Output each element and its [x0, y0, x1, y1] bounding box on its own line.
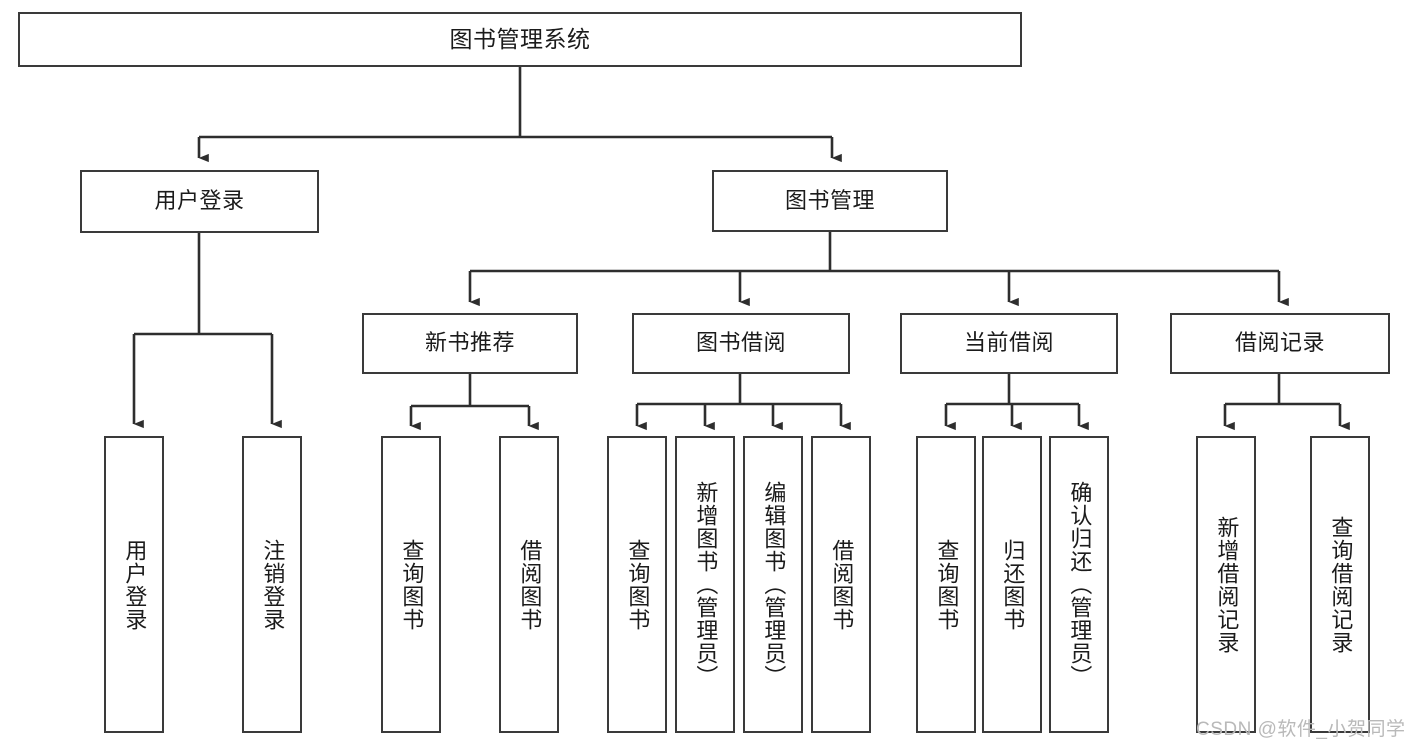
leaf-new-book-borrow-books[interactable]: 借阅图书 [499, 436, 559, 733]
node-label: 注销登录 [260, 538, 286, 631]
node-label: 归还图书 [1000, 538, 1026, 631]
node-current-borrow[interactable]: 当前借阅 [900, 313, 1118, 374]
node-label: 确认归还（管理员） [1067, 481, 1093, 688]
node-label: 编辑图书（管理员） [761, 481, 787, 688]
node-borrow-record[interactable]: 借阅记录 [1170, 313, 1390, 374]
node-label: 当前借阅 [963, 330, 1054, 356]
node-new-book-recommend[interactable]: 新书推荐 [362, 313, 578, 374]
node-label: 图书管理 [784, 187, 875, 213]
node-label: 新增图书（管理员） [693, 481, 719, 688]
node-label: 新书推荐 [424, 330, 515, 356]
leaf-borrow-borrow-books[interactable]: 借阅图书 [811, 436, 871, 733]
node-label: 查询图书 [934, 538, 960, 631]
leaf-record-query-borrow-record[interactable]: 查询借阅记录 [1310, 436, 1370, 733]
node-label: 查询图书 [399, 538, 425, 631]
node-label: 新增借阅记录 [1214, 515, 1240, 654]
leaf-logout[interactable]: 注销登录 [242, 436, 302, 733]
leaf-current-confirm-return-admin[interactable]: 确认归还（管理员） [1049, 436, 1109, 733]
node-label: 借阅记录 [1234, 330, 1325, 356]
node-label: 图书借阅 [695, 330, 786, 356]
leaf-user-login[interactable]: 用户登录 [104, 436, 164, 733]
node-label: 用户登录 [122, 538, 148, 631]
leaf-current-query-books[interactable]: 查询图书 [916, 436, 976, 733]
node-book-management[interactable]: 图书管理 [712, 170, 948, 232]
node-root-book-management-system[interactable]: 图书管理系统 [18, 12, 1022, 67]
node-label: 用户登录 [154, 188, 245, 214]
node-label: 借阅图书 [517, 538, 543, 631]
leaf-borrow-query-books[interactable]: 查询图书 [607, 436, 667, 733]
node-label: 查询借阅记录 [1328, 515, 1354, 654]
leaf-borrow-edit-book-admin[interactable]: 编辑图书（管理员） [743, 436, 803, 733]
node-label: 查询图书 [625, 538, 651, 631]
node-label: 借阅图书 [829, 538, 855, 631]
node-user-login[interactable]: 用户登录 [80, 170, 319, 233]
node-book-borrow[interactable]: 图书借阅 [632, 313, 850, 374]
leaf-record-add-borrow-record[interactable]: 新增借阅记录 [1196, 436, 1256, 733]
leaf-new-book-query-books[interactable]: 查询图书 [381, 436, 441, 733]
leaf-current-return-books[interactable]: 归还图书 [982, 436, 1042, 733]
leaf-borrow-add-book-admin[interactable]: 新增图书（管理员） [675, 436, 735, 733]
node-label: 图书管理系统 [449, 25, 591, 52]
csdn-watermark: CSDN @软件_小贺同学 [1196, 719, 1405, 740]
